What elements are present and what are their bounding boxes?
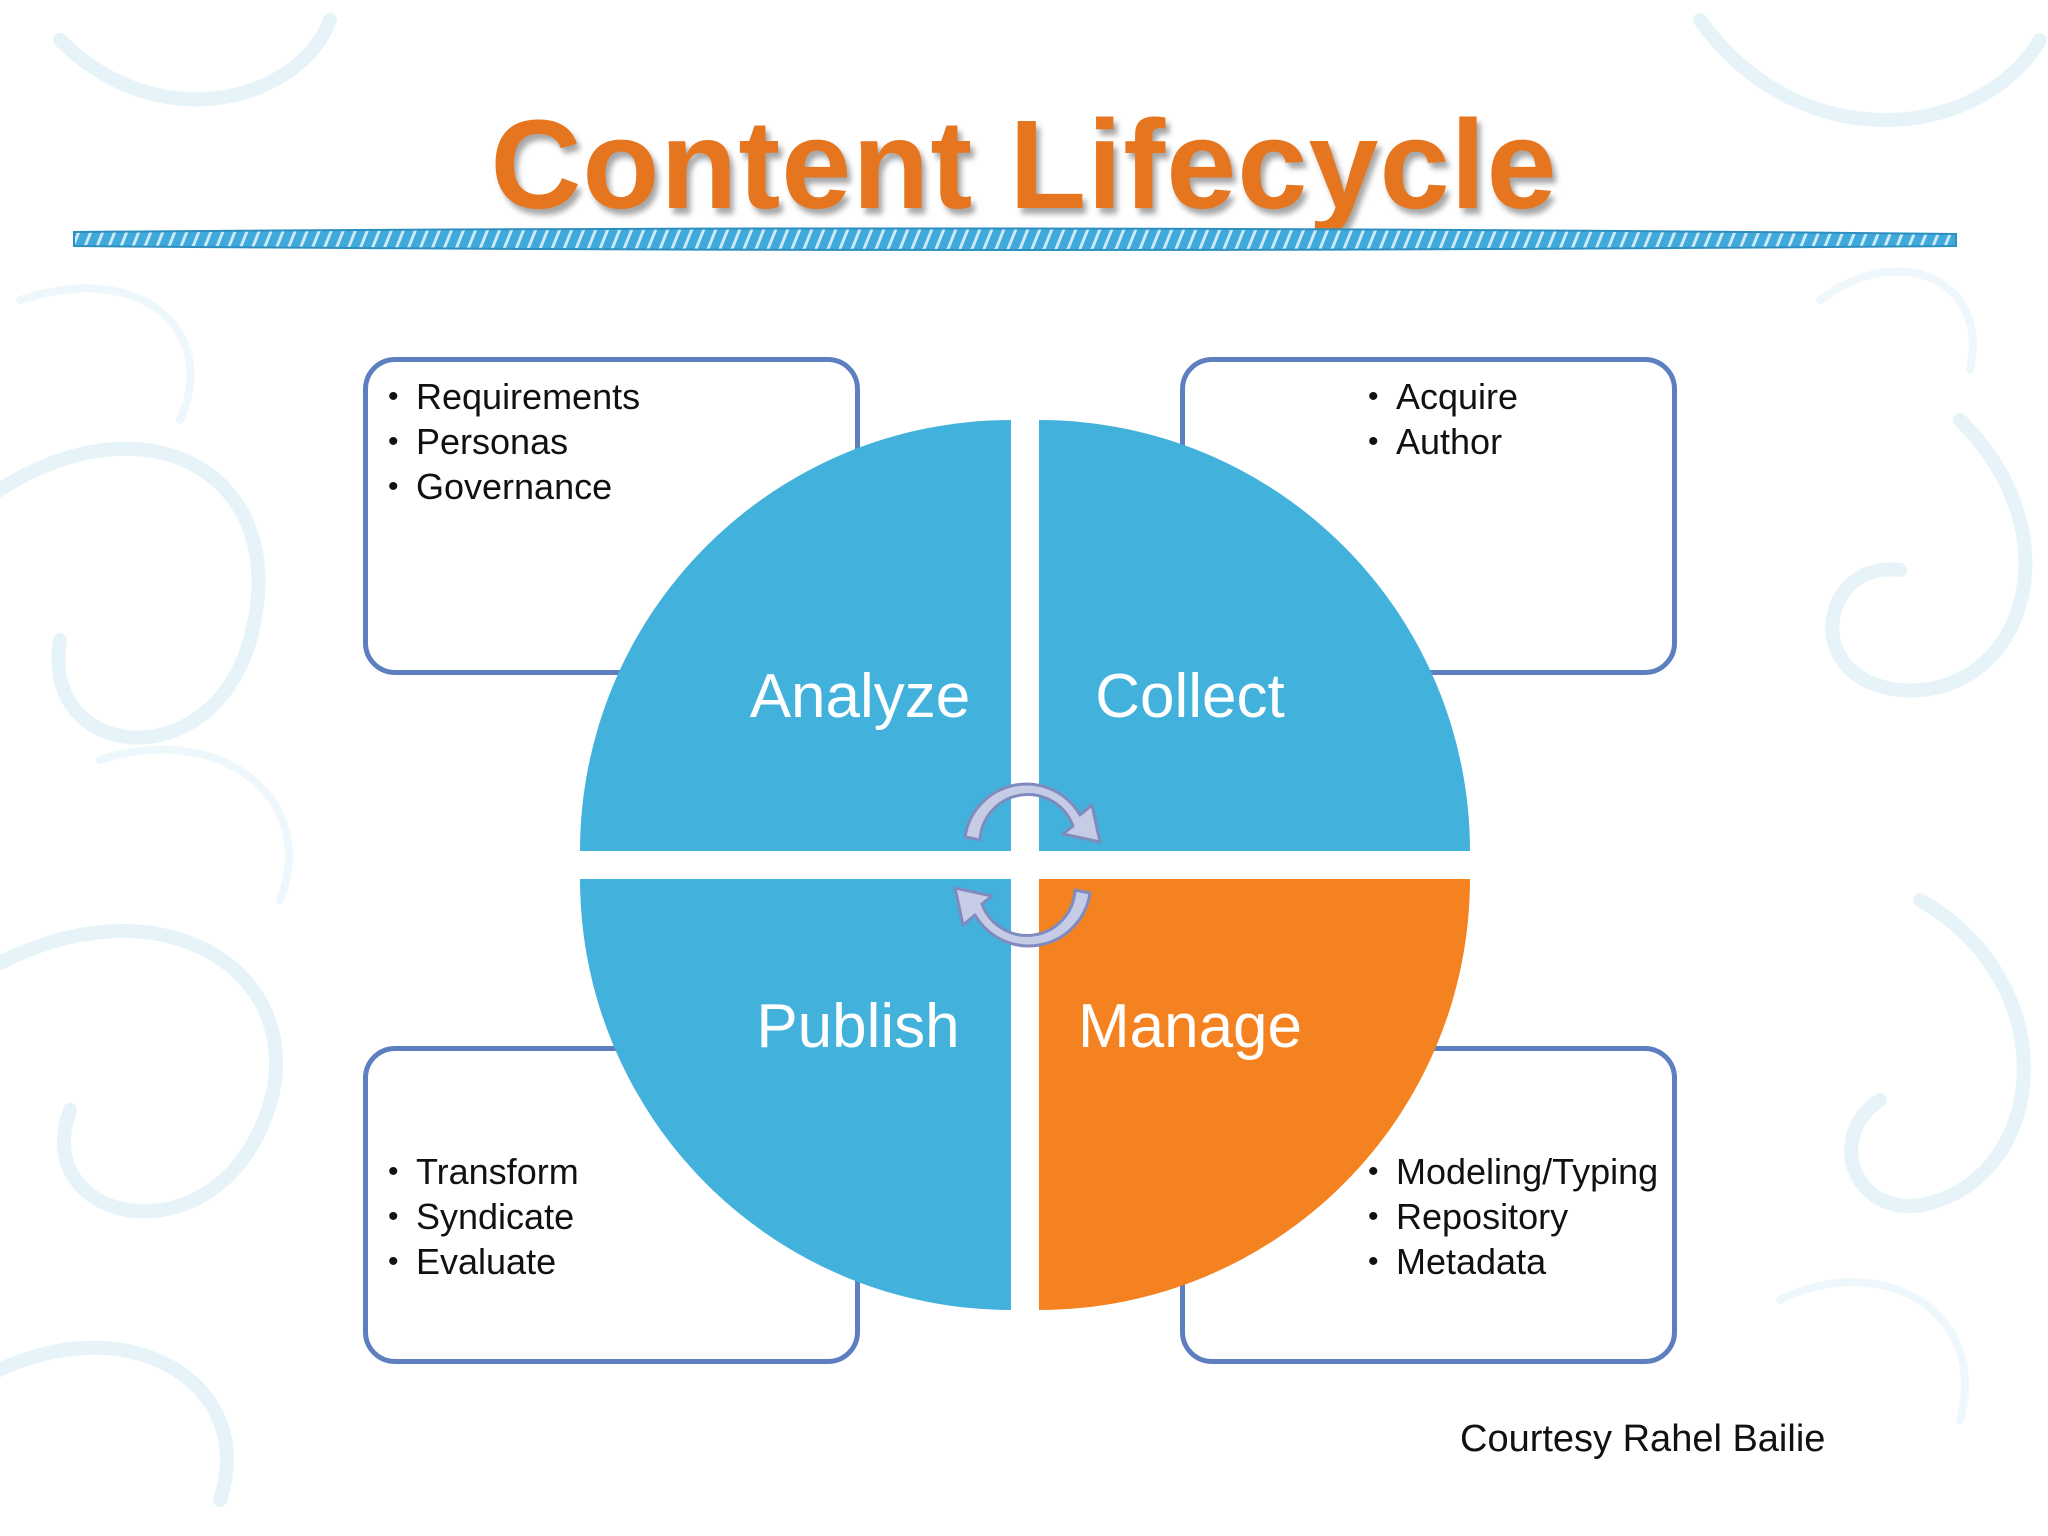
rope-divider — [73, 227, 1957, 251]
analyze-quadrant — [580, 420, 1011, 851]
publish-label: Publish — [756, 992, 959, 1061]
analyze-bullet-list: Requirements Personas Governance — [368, 374, 855, 509]
collect-bullet-list: Acquire Author — [1348, 374, 1672, 464]
credit-text: Courtesy Rahel Bailie — [1460, 1418, 1826, 1460]
list-item: Personas — [368, 419, 855, 464]
collect-quadrant — [1039, 420, 1470, 851]
list-item: Metadata — [1348, 1239, 1672, 1284]
manage-quadrant — [1039, 879, 1470, 1310]
manage-label: Manage — [1078, 992, 1302, 1061]
list-item: Requirements — [368, 374, 855, 419]
list-item: Modeling/Typing — [1348, 1149, 1672, 1194]
publish-bullet-list: Transform Syndicate Evaluate — [368, 1149, 855, 1284]
list-item: Syndicate — [368, 1194, 855, 1239]
page-title: Content Lifecycle — [490, 94, 1558, 235]
list-item: Author — [1348, 419, 1672, 464]
list-item: Transform — [368, 1149, 855, 1194]
collect-label: Collect — [1095, 662, 1285, 731]
list-item: Governance — [368, 464, 855, 509]
list-item: Repository — [1348, 1194, 1672, 1239]
list-item: Evaluate — [368, 1239, 855, 1284]
cycle-arrows-icon — [953, 782, 1102, 948]
manage-bullet-list: Modeling/Typing Repository Metadata — [1348, 1149, 1672, 1284]
analyze-label: Analyze — [750, 662, 971, 731]
list-item: Acquire — [1348, 374, 1672, 419]
lifecycle-cycle-diagram: Analyze Collect Publish Manage — [580, 420, 1470, 1310]
publish-quadrant — [580, 879, 1011, 1310]
